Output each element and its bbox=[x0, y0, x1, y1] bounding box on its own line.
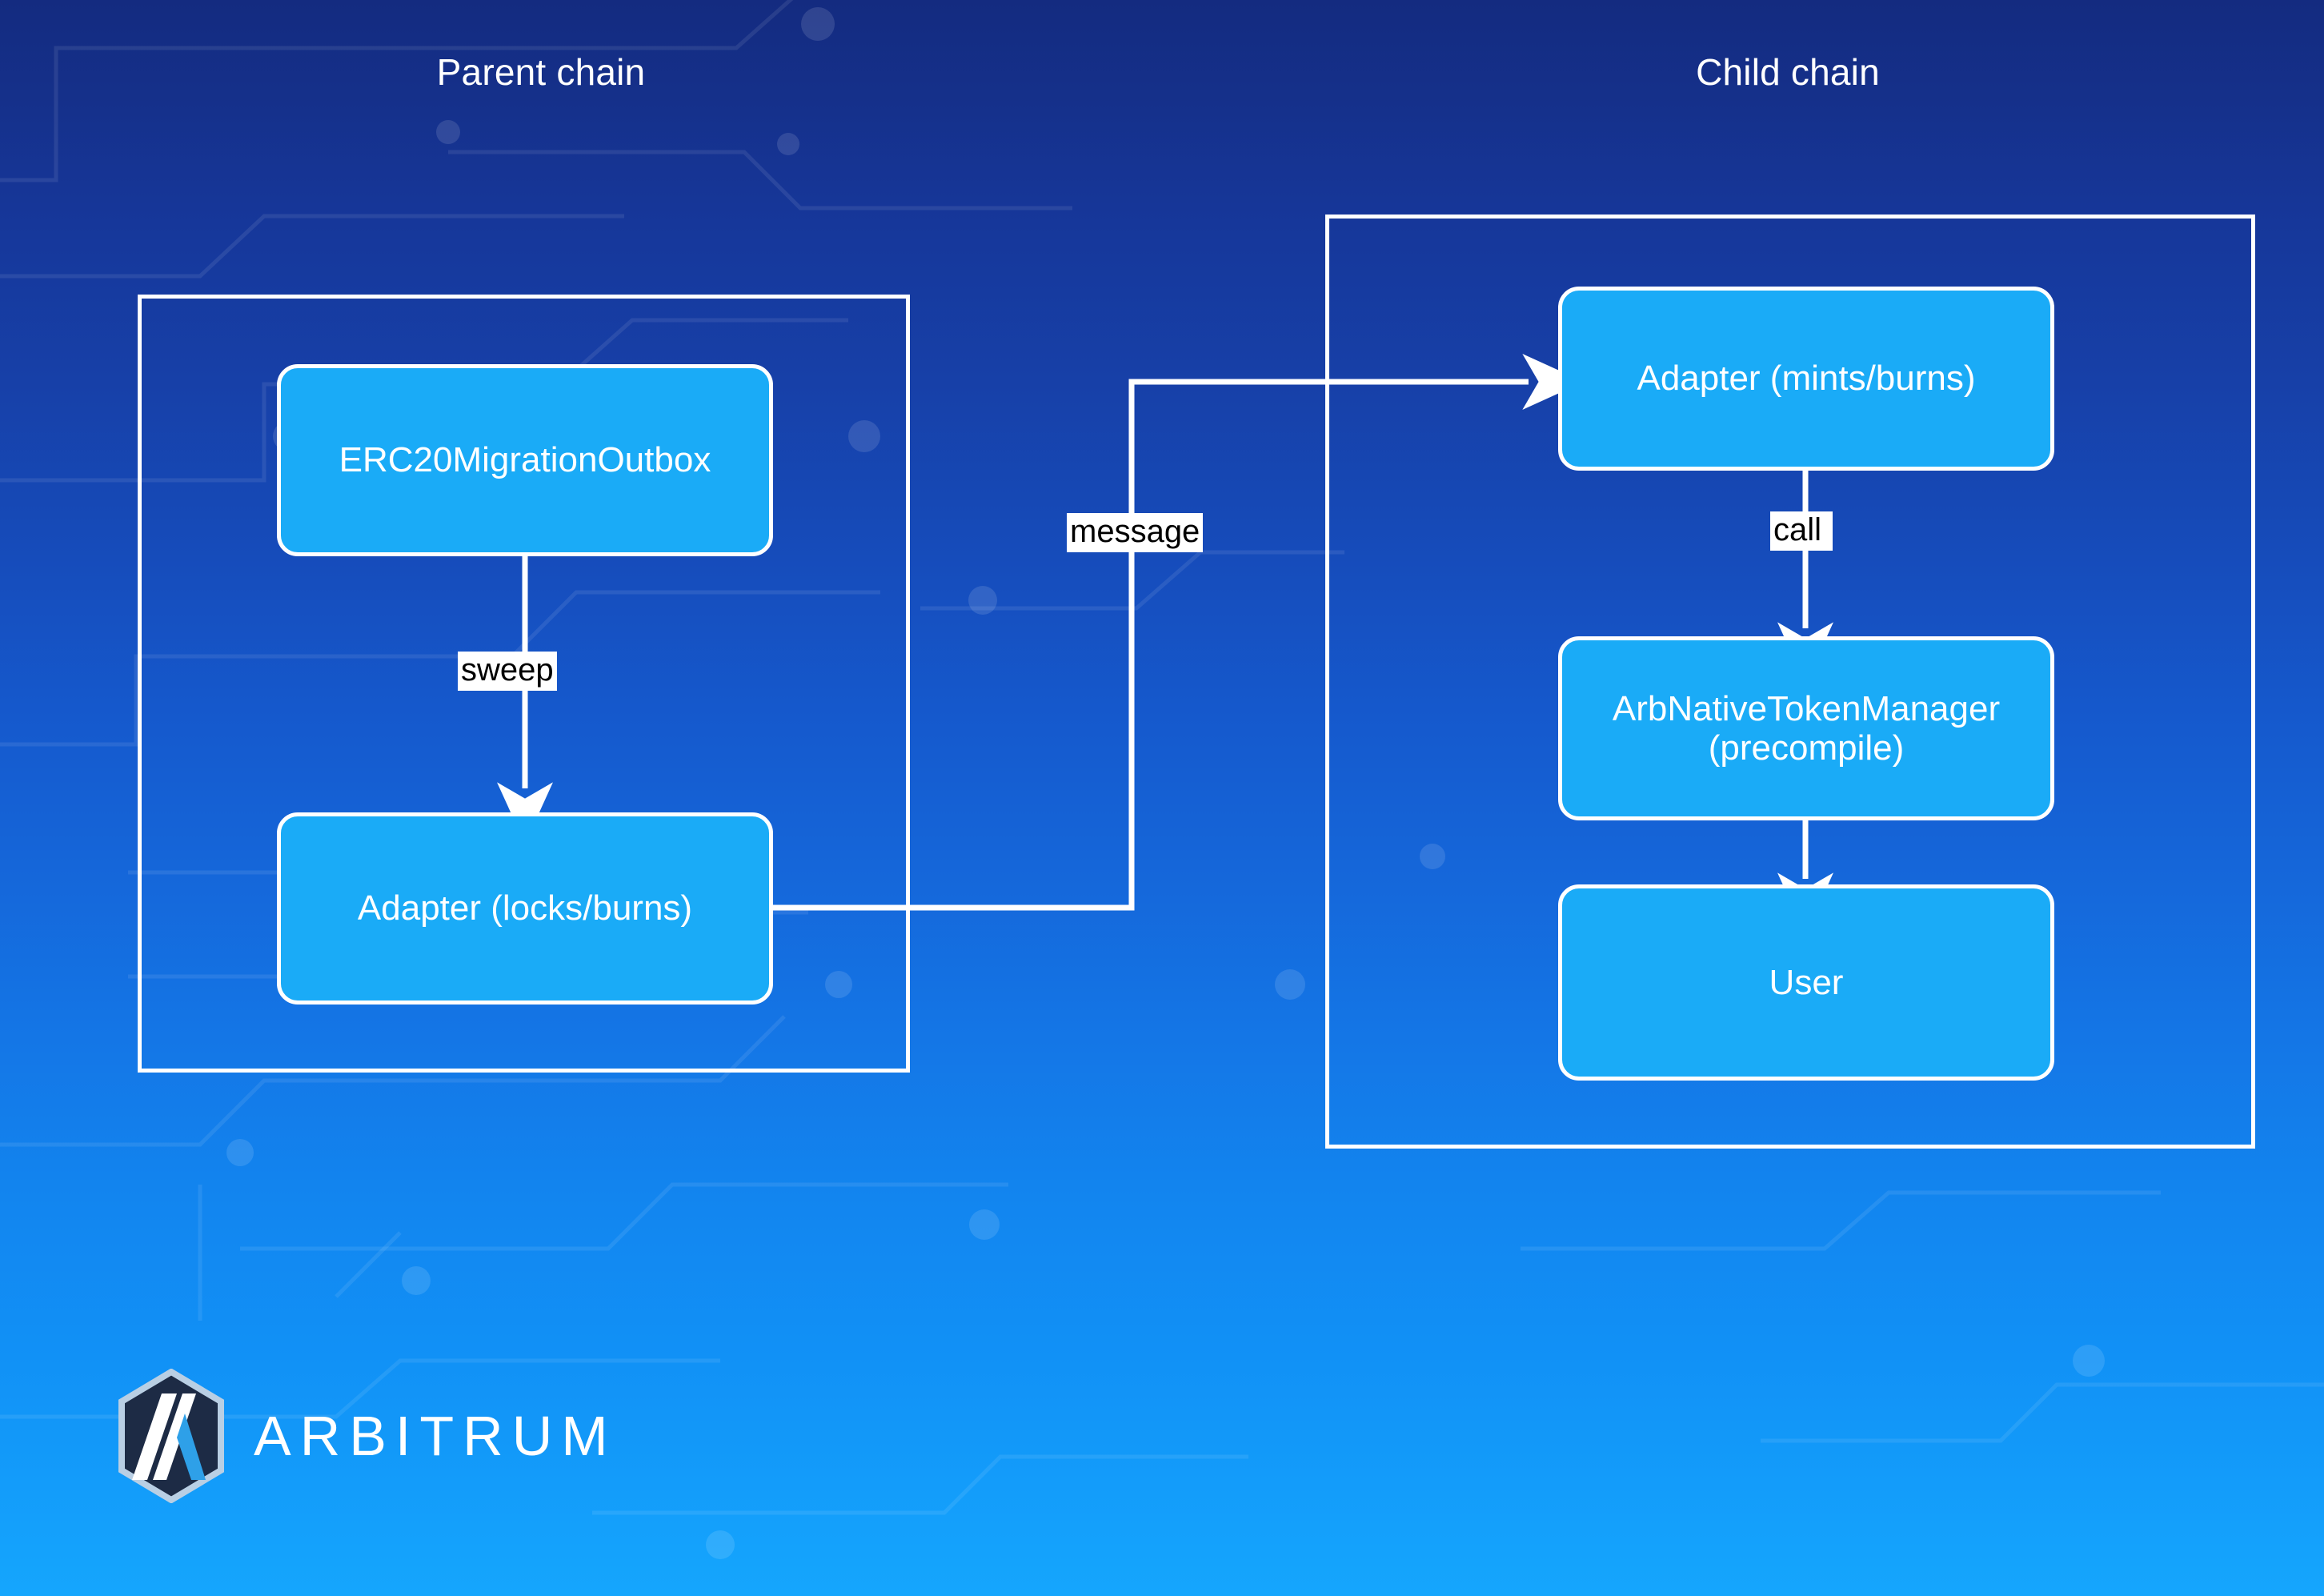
node-user[interactable]: User bbox=[1558, 884, 2054, 1081]
edge-label-call: call bbox=[1770, 511, 1833, 551]
parent-chain-title: Parent chain bbox=[436, 51, 646, 93]
node-erc20-migration-outbox-label: ERC20MigrationOutbox bbox=[339, 440, 711, 480]
node-user-label: User bbox=[1769, 962, 1844, 1002]
edge-label-message: message bbox=[1067, 513, 1204, 552]
node-arb-native-token-manager-label-line2: (precompile) bbox=[1708, 728, 1905, 768]
node-adapter-locks-burns[interactable]: Adapter (locks/burns) bbox=[277, 812, 773, 1005]
arbitrum-hex-icon bbox=[118, 1369, 224, 1503]
arbitrum-wordmark: ARBITRUM bbox=[254, 1405, 617, 1467]
edge-label-sweep: sweep bbox=[458, 652, 557, 691]
node-erc20-migration-outbox[interactable]: ERC20MigrationOutbox bbox=[277, 364, 773, 556]
node-adapter-locks-burns-label: Adapter (locks/burns) bbox=[357, 888, 693, 928]
node-adapter-mints-burns-label: Adapter (mints/burns) bbox=[1637, 359, 1976, 399]
node-arb-native-token-manager[interactable]: ArbNativeTokenManager (precompile) bbox=[1558, 636, 2054, 820]
node-arb-native-token-manager-label-line1: ArbNativeTokenManager bbox=[1612, 688, 2001, 728]
child-chain-title: Child chain bbox=[1696, 51, 1880, 93]
node-adapter-mints-burns[interactable]: Adapter (mints/burns) bbox=[1558, 287, 2054, 471]
arbitrum-logo: ARBITRUM bbox=[116, 1369, 617, 1503]
